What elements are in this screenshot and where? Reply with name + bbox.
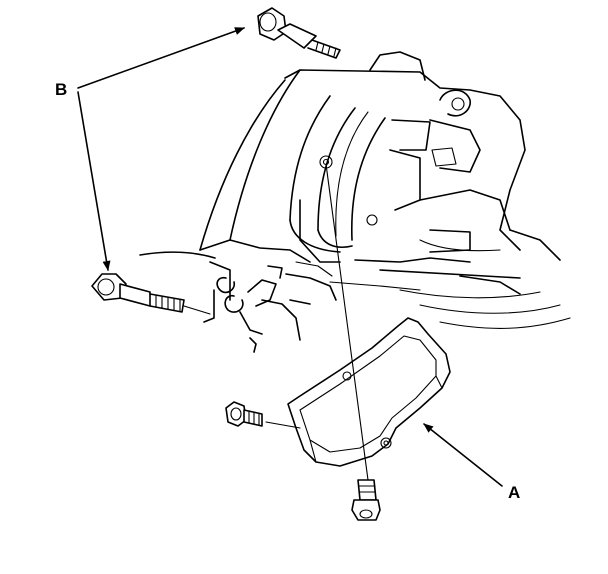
callout-label-a: A: [508, 483, 520, 502]
cover-bolt-bottom: [351, 479, 381, 521]
transmission-housing: [139, 51, 571, 353]
cover-plate-a: [287, 317, 451, 467]
callout-b-arrows: [77, 27, 245, 271]
callout-a-arrow: [423, 423, 503, 487]
bolt-alignment-line: [325, 163, 369, 481]
flange-bolt-b-lower: [91, 273, 211, 315]
callout-label-b: B: [55, 80, 67, 99]
flange-bolt-b-upper: [257, 7, 341, 59]
cover-bolt-left: [225, 401, 301, 429]
